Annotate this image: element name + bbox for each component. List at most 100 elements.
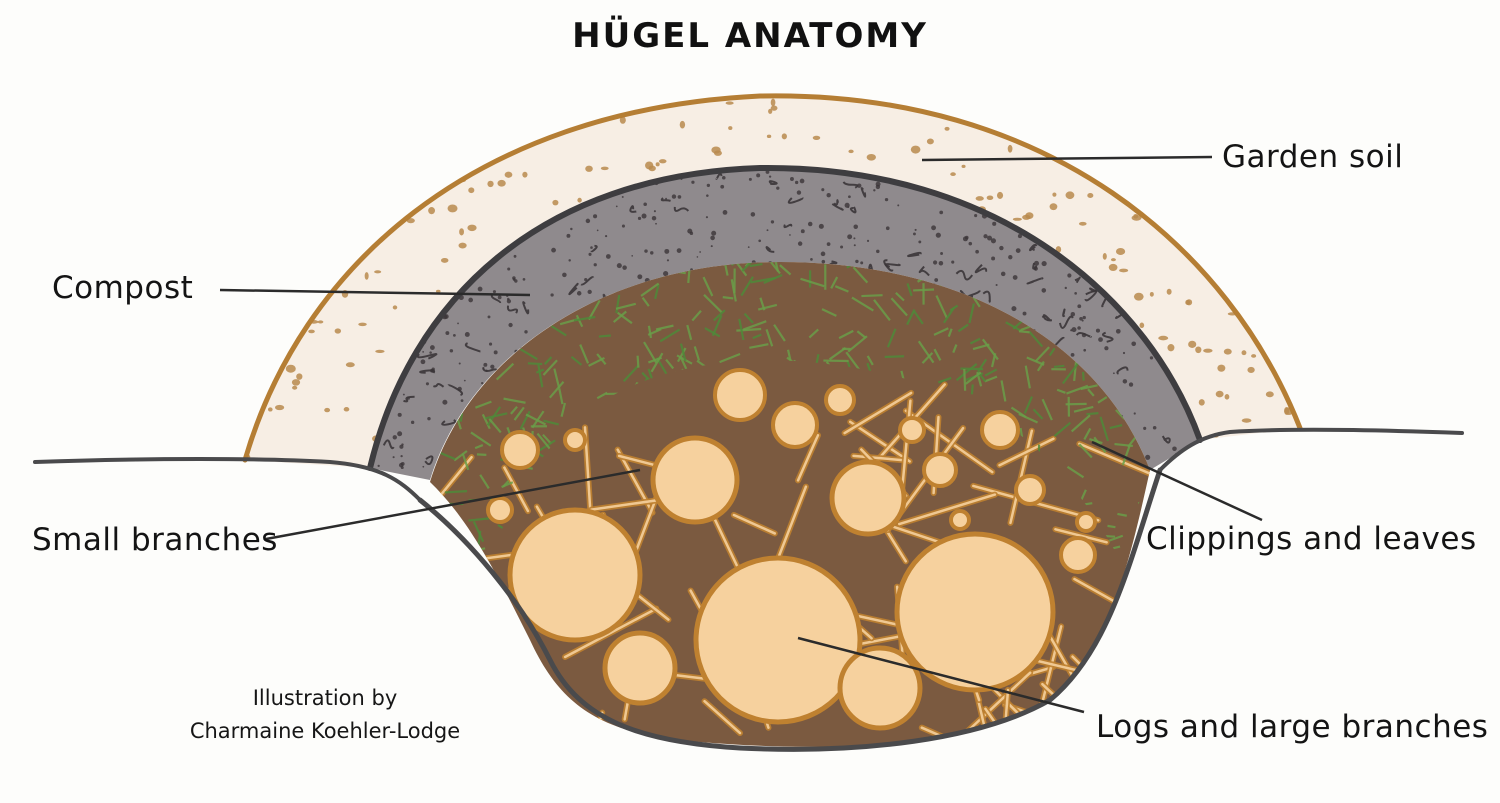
compost-grain [562,273,567,278]
compost-grain [991,256,995,260]
compost-grain [677,248,682,253]
compost-grain [643,203,647,207]
soil-speckle [1251,354,1256,358]
compost-grain [1203,194,1205,196]
compost-grain [789,234,791,236]
compost-grain [940,252,943,255]
soil-speckle [916,94,923,98]
compost-grain [465,332,470,337]
compost-grain [586,219,590,223]
soil-speckle [292,379,300,386]
compost-grain [1124,179,1128,183]
log-cross-section [696,558,860,722]
soil-speckle [283,177,288,180]
compost-grain [570,228,572,230]
soil-speckle [1247,226,1251,231]
compost-grain [489,343,492,346]
compost-grain [1023,312,1027,316]
compost-grain [808,222,813,227]
log-cross-section [1061,538,1095,572]
soil-speckle [997,192,1003,199]
soil-speckle [297,236,301,243]
compost-grain [508,323,512,327]
compost-grain [720,185,724,189]
compost-grain [422,351,424,353]
compost-grain [386,209,389,212]
compost-grain [1131,341,1136,346]
compost-grain [456,171,460,175]
soil-speckle [976,196,984,201]
compost-grain [876,182,881,187]
soil-speckle [286,365,296,373]
compost-grain [1174,166,1179,171]
compost-grain [826,193,830,197]
soil-speckle [1185,300,1190,305]
compost-grain [550,293,553,296]
soil-speckle [927,139,934,145]
compost-grain [568,259,570,261]
soil-speckle [237,438,243,442]
compost-grain [931,225,936,230]
soil-speckle [381,211,385,215]
soil-speckle [1114,137,1121,143]
soil-speckle [1176,130,1182,138]
compost-grain [722,176,726,180]
compost-grain [1067,273,1071,277]
compost-grain [897,204,899,206]
credit-author: Charmaine Koehler-Lodge [160,715,490,748]
soil-speckle [1177,140,1184,147]
clipping-stroke [445,491,467,492]
soil-speckle [1210,108,1216,113]
soil-speckle [1119,269,1128,273]
soil-speckle [346,362,355,367]
soil-speckle [1086,161,1094,166]
soil-speckle [286,320,291,326]
compost-grain [1145,455,1150,460]
compost-grain [588,253,591,256]
compost-grain [1178,171,1181,174]
compost-grain [798,241,802,245]
soil-speckle [253,300,257,306]
compost-grain [1153,426,1157,430]
compost-grain [1198,463,1201,466]
branch-stick [414,591,495,648]
compost-grain [644,249,647,252]
soil-speckle [728,126,732,130]
credit-line-1: Illustration by [160,682,490,715]
soil-speckle [1187,135,1192,142]
soil-speckle [487,181,493,187]
log-cross-section [951,511,969,529]
soil-speckle [393,305,397,309]
soil-speckle [645,162,653,170]
compost-grain [918,240,921,243]
compost-grain [996,284,998,286]
soil-speckle [771,99,776,107]
compost-grain [1123,379,1128,384]
compost-grain [375,475,378,478]
compost-grain [1079,317,1083,321]
soil-speckle [1134,293,1144,301]
compost-grain [1152,473,1155,476]
clipping-stroke [461,413,462,421]
compost-grain [1148,208,1152,212]
soil-speckle [1041,97,1047,103]
log-cross-section [826,386,854,414]
compost-grain [507,298,510,301]
compost-grain [1208,255,1210,257]
soil-speckle [458,243,466,249]
log-cross-section [1016,476,1044,504]
soil-speckle [813,136,820,140]
compost-grain [1042,288,1047,293]
soil-speckle [1300,247,1308,254]
compost-grain [493,290,496,293]
compost-grain [886,226,890,230]
compost-grain [597,230,599,232]
soil-speckle [327,123,334,131]
compost-grain [1153,206,1157,210]
soil-speckle [552,200,558,206]
soil-speckle [1111,258,1116,261]
soil-speckle [1263,340,1271,347]
soil-speckle [1087,193,1093,198]
clipping-stroke [450,511,453,523]
compost-grain [723,210,728,215]
